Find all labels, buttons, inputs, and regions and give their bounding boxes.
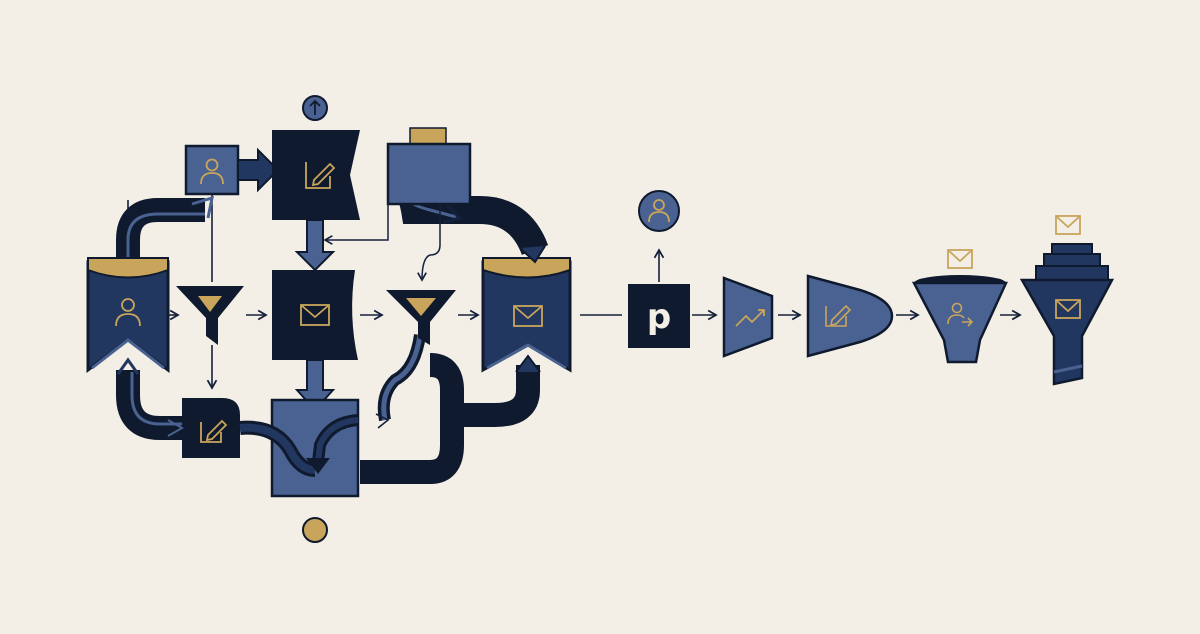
arrow-user-to-doc [237, 147, 280, 193]
edit-stage[interactable] [806, 274, 894, 358]
edit-doc-box[interactable] [272, 130, 360, 220]
pipe-left-bottom [116, 370, 182, 440]
trend-chart-icon [735, 309, 765, 327]
pipe-right-bottom [450, 365, 540, 427]
user-icon [200, 158, 224, 185]
top-indicator [302, 95, 328, 121]
user-icon [648, 199, 670, 223]
end-indicator [302, 517, 328, 543]
filter-funnel-1[interactable] [176, 286, 244, 345]
folder-box[interactable] [386, 127, 472, 206]
stacked-funnel[interactable] [1019, 243, 1115, 386]
trend-stage[interactable] [722, 276, 774, 358]
target-block[interactable] [481, 257, 572, 373]
edit-icon [200, 419, 228, 443]
edit-icon [825, 304, 852, 327]
mail-icon [513, 305, 543, 327]
merge-box[interactable] [239, 398, 360, 498]
lead-funnel[interactable] [911, 275, 1008, 364]
user-avatar-circle [638, 190, 680, 232]
mail-icon [1055, 299, 1081, 319]
flow-connectors [127, 194, 480, 390]
mail-icon [947, 249, 973, 269]
edit-icon [305, 162, 336, 189]
arrow-up-icon [309, 99, 321, 115]
user-icon [947, 302, 974, 327]
logo-letter: p [647, 297, 671, 337]
pipe-bottom-loop [360, 353, 464, 484]
pipedrive-logo-block[interactable]: p [628, 284, 690, 348]
arrow-doc-to-mail [294, 219, 336, 272]
user-step-box[interactable] [184, 144, 240, 196]
edit-step-box[interactable] [182, 398, 240, 458]
user-icon [115, 298, 141, 327]
filter-funnel-2[interactable] [386, 290, 456, 345]
mail-icon [1055, 215, 1081, 235]
mail-step-box[interactable] [272, 270, 358, 360]
source-block[interactable] [86, 257, 170, 373]
mail-icon [300, 304, 330, 326]
